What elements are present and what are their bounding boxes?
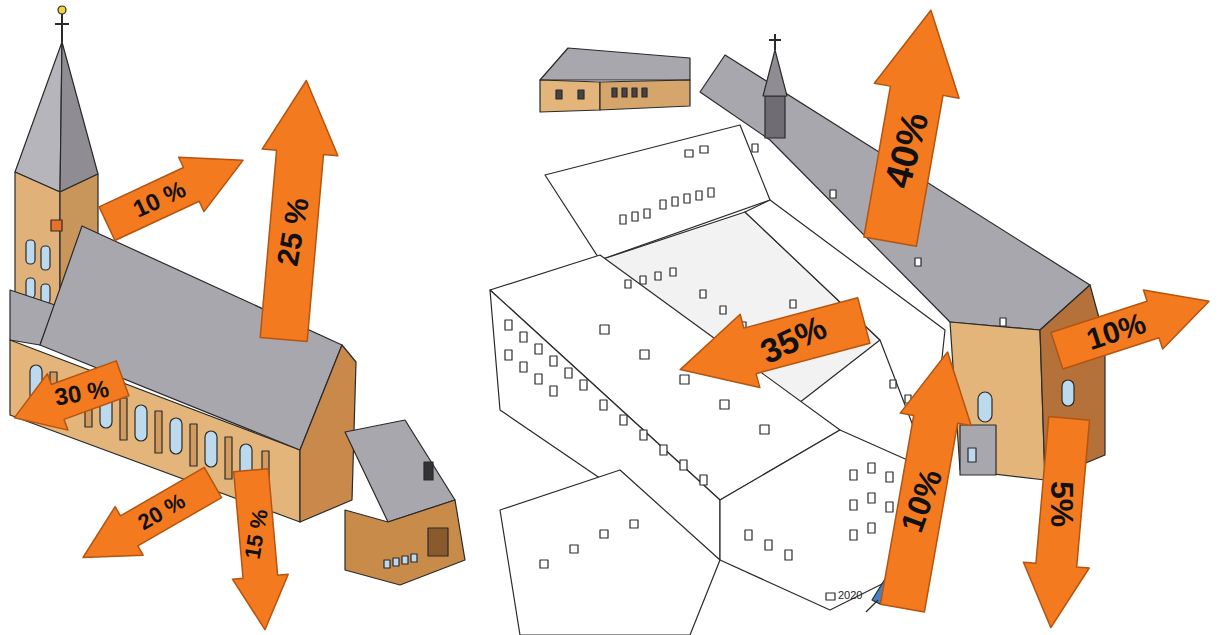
year-sign: 2020	[838, 589, 862, 601]
percentage-value: 10%	[895, 465, 947, 536]
arrow-outline	[4, 350, 133, 446]
arrow-outline	[69, 458, 227, 581]
arrow-text-area: 15 %	[223, 468, 290, 600]
arrow-outline	[847, 3, 973, 249]
percentage-value: 25 %	[272, 195, 313, 268]
arrow-text-area: 20 %	[97, 458, 227, 566]
percentage-value: 30 %	[52, 377, 110, 410]
percentage-value: 20 %	[135, 490, 189, 534]
percentage-value: 35%	[755, 310, 831, 370]
percentage-value: 10 %	[130, 177, 190, 222]
arrow-outline	[223, 468, 293, 632]
arrow-text-area: 10 %	[94, 148, 224, 251]
percentage-value: 15 %	[241, 507, 271, 560]
arrow-outline	[94, 133, 255, 251]
arrow-outline	[1018, 416, 1102, 631]
percentage-value: 40%	[878, 108, 934, 191]
percentage-value: 10%	[1083, 308, 1149, 355]
arrow-text-area: 5%	[1021, 416, 1102, 593]
arrow-outline	[670, 284, 873, 407]
arrow-outline	[246, 77, 344, 343]
arrow-outline	[867, 346, 983, 615]
arrow-outline	[1047, 272, 1218, 380]
percentage-arrow: 10 %	[94, 133, 255, 251]
percentage-arrow: 25 %	[246, 77, 344, 343]
arrow-text-area: 25 %	[246, 120, 341, 342]
percentage-value: 5%	[1046, 481, 1078, 527]
percentage-arrow: 20 %	[69, 458, 227, 581]
